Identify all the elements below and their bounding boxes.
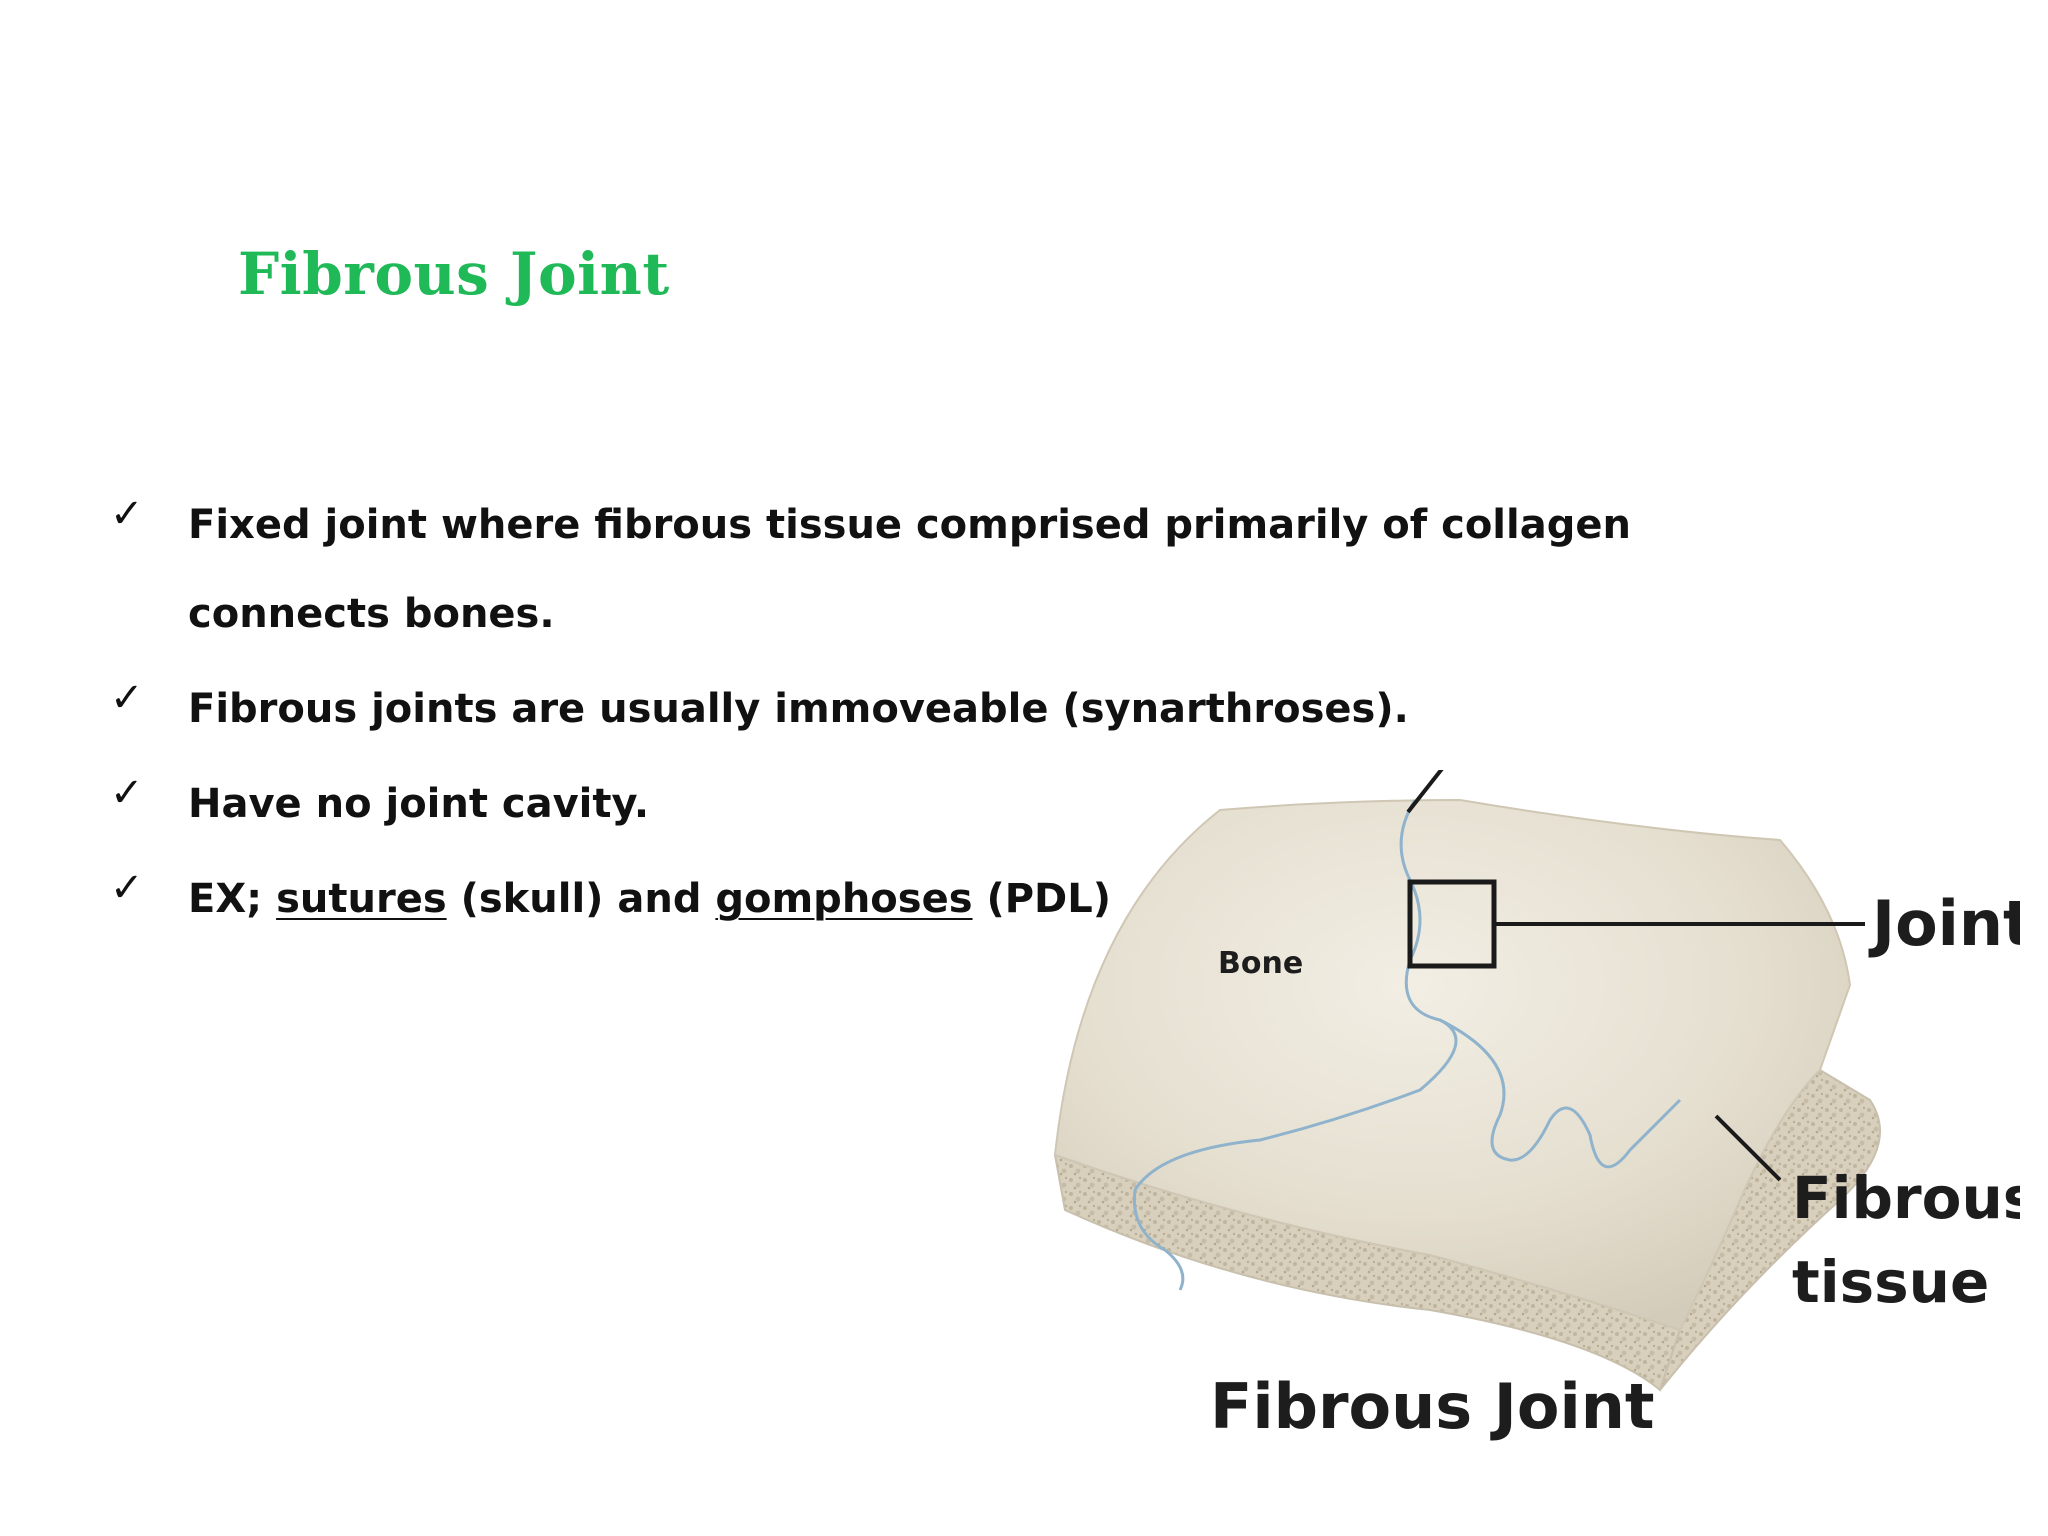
- sutures-term: sutures: [276, 876, 447, 922]
- fibrous-leader-line: [1714, 1114, 1782, 1182]
- bullet-text: EX; sutures (skull) and gomphoses (PDL): [188, 876, 1112, 922]
- bullet-text: Fibrous joints are usually immoveable (s…: [188, 686, 1409, 732]
- bone-illustration: Bone Joint Fibrous tissue Fibrous Joint: [1053, 770, 2020, 1443]
- bullet-item-examples: ✓ EX; sutures (skull) and gomphoses (PDL…: [110, 852, 1630, 947]
- tissue-label: tissue: [1792, 1248, 1989, 1316]
- check-mark-icon: ✓: [110, 770, 144, 816]
- check-mark-icon: ✓: [110, 491, 144, 537]
- bullet-item-no-cavity: ✓ Have no joint cavity.: [110, 757, 1630, 852]
- bone-top-surface: [1053, 798, 1852, 1332]
- top-leader-line: [1406, 770, 1444, 814]
- gomphoses-term: gomphoses: [715, 876, 973, 922]
- bullet-text: Have no joint cavity.: [188, 781, 650, 827]
- slide-title: Fibrous Joint: [238, 240, 670, 308]
- bullet-text: Fixed joint where fibrous tissue compris…: [188, 502, 1631, 548]
- check-mark-icon: ✓: [110, 675, 144, 721]
- bullet-item-immoveable: ✓ Fibrous joints are usually immoveable …: [110, 662, 1630, 757]
- suture-line: [1132, 799, 1458, 1291]
- check-mark-icon: ✓: [110, 865, 144, 911]
- diagram-caption: Fibrous Joint: [1210, 1370, 1654, 1443]
- bullet-list: ✓ Fixed joint where fibrous tissue compr…: [110, 478, 1631, 947]
- bone-label: Bone: [1218, 946, 1303, 981]
- bullet-item-continuation: connects bones.: [110, 567, 1630, 662]
- joint-label: Joint: [1868, 887, 2020, 960]
- bullet-item-fixed-joint: ✓ Fixed joint where fibrous tissue compr…: [110, 478, 1631, 573]
- fibrous-joint-diagram: Bone Joint Fibrous tissue Fibrous Joint: [1040, 770, 2020, 1460]
- fibrous-label: Fibrous: [1792, 1164, 2020, 1232]
- bullet-text: connects bones.: [188, 591, 555, 637]
- suture-line-edge: [1439, 1018, 1682, 1169]
